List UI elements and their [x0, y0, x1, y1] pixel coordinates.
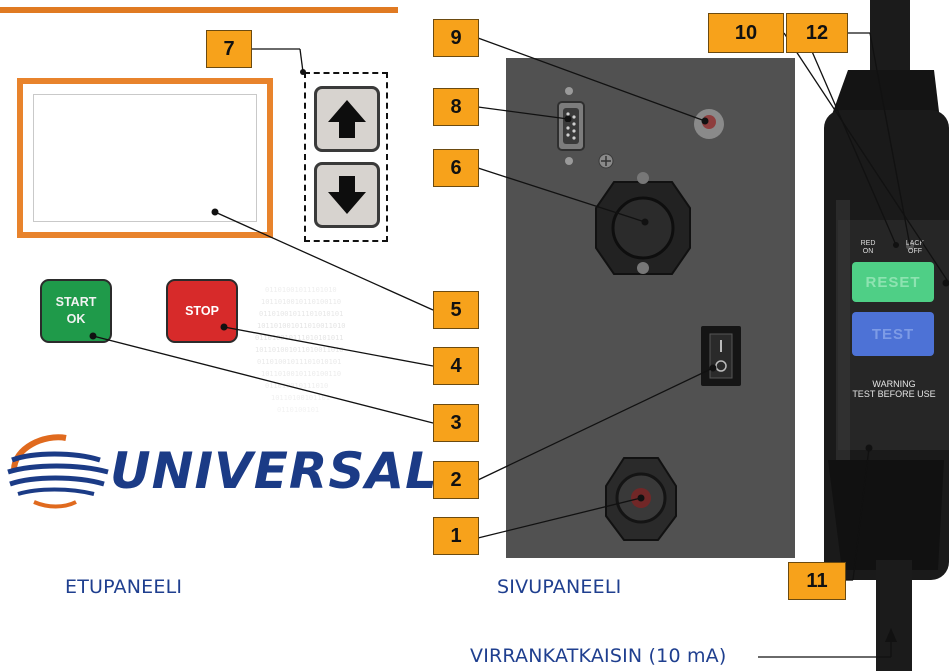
callout-2: 2	[433, 461, 479, 499]
callout-9: 9	[433, 19, 479, 57]
callout-6: 6	[433, 149, 479, 187]
callout-1: 1	[433, 517, 479, 555]
breaker-caption: VIRRANKATKAISIN (10 mA)	[470, 645, 727, 667]
callout-7: 7	[206, 30, 252, 68]
callout-10: 10	[708, 13, 784, 53]
callout-4: 4	[433, 347, 479, 385]
callout-5: 5	[433, 291, 479, 329]
side-panel-caption: SIVUPANEELI	[497, 576, 621, 598]
callout-8: 8	[433, 88, 479, 126]
front-panel-caption: ETUPANEELI	[65, 576, 182, 598]
callout-3: 3	[433, 404, 479, 442]
callout-12: 12	[786, 13, 848, 53]
callout-11: 11	[788, 562, 846, 600]
